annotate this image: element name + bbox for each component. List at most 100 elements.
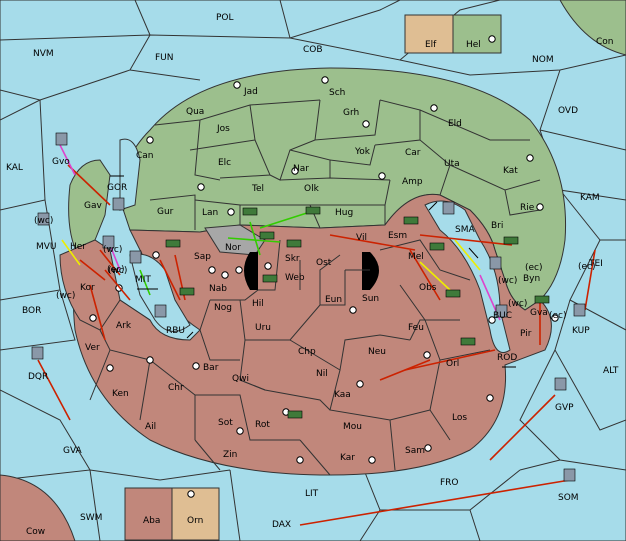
label-tel: Tel [251,184,264,194]
label-nvm: NVM [33,49,54,59]
label-qwi: Qwi [232,374,249,384]
label-ken: Ken [112,389,129,399]
label-gva: GVA [63,446,83,456]
label-dqr: DQR [28,372,48,382]
label-kar: Kar [340,453,355,463]
label-swm: SWM [80,513,102,523]
label-gor: GOR [107,183,127,193]
label-zin: Zin [223,450,237,460]
label-ail: Ail [145,422,156,432]
label-cow: Cow [26,527,45,537]
label-sma: SMA [455,225,475,235]
label-grh: Grh [343,108,359,118]
label-gav: Gav [84,201,102,211]
label-vil: Vil [356,233,367,243]
label-olk: Olk [304,184,320,194]
label-obs: Obs [419,283,437,293]
label-bor: BOR [22,306,41,316]
label-can: Can [136,151,154,161]
label-rod: ROD [497,353,517,363]
region-nor-grey[interactable] [204,224,266,256]
label-ec-byn: (ec) [525,263,543,273]
label-mit: MIT [135,275,151,285]
label-pol: POL [216,13,234,23]
label-gur: Gur [157,207,174,217]
label-lan: Lan [202,208,218,218]
convoy-links [110,175,516,368]
label-wc-her: (wc) [103,245,122,255]
label-gva2: Gva [530,308,548,318]
label-dax: DAX [272,520,291,530]
label-bri: Bri [491,221,503,231]
label-sam: Sam [405,446,425,456]
label-qua: Qua [186,107,204,117]
label-som: SOM [558,493,579,503]
label-mou: Mou [343,422,362,432]
label-nog: Nog [214,303,232,313]
label-ovd: OVD [558,106,578,116]
supply-centers [89,35,559,498]
label-orn: Orn [187,516,203,526]
label-ec-her: (ec) [107,265,125,275]
label-cob: COB [303,45,323,55]
label-elf: Elf [425,40,437,50]
label-sap: Sap [194,252,211,262]
impassable-west [244,252,258,290]
label-byn: Byn [523,274,540,284]
label-los: Los [452,413,467,423]
region-orn[interactable] [171,487,220,541]
label-ark: Ark [116,321,132,331]
bay-mit [129,253,191,332]
label-hel: Hel [466,40,481,50]
label-orl: Orl [446,359,459,369]
label-pir: Pir [520,329,532,339]
bay-gor [119,138,141,211]
label-wc-byn: (wc) [498,276,517,286]
label-ver: Ver [85,343,100,353]
label-nar: Nar [293,164,309,174]
label-wc-mvu: (wc) [34,216,53,226]
label-wc-kor: (wc) [56,291,75,301]
southern-landmass [72,193,552,476]
label-her: Her [70,242,86,252]
label-rie: Rie [520,203,535,213]
region-aba[interactable] [124,487,173,541]
units[interactable] [31,132,586,482]
label-fun: FUN [155,53,174,63]
label-sun: Sun [362,294,379,304]
province-borders [89,99,541,476]
label-aba: Aba [143,516,160,526]
label-skr: Skr [285,254,300,264]
label-buc: BUC [493,311,512,321]
region-hel[interactable] [452,14,502,54]
label-mvu: MVU [36,242,57,252]
label-uta: Uta [444,159,460,169]
label-esm: Esm [388,231,407,241]
label-con: Con [596,37,614,47]
label-kup: KUP [572,326,590,336]
label-web: Web [285,273,305,283]
label-wc-ark: (wc) [108,266,127,276]
region-elf[interactable] [404,14,454,54]
label-kam: KAM [580,193,600,203]
label-wc-gva: (wc) [508,299,527,309]
label-rbu: RBU [166,326,185,336]
label-nor: Nor [225,243,241,253]
label-mel: Mel [408,252,424,262]
label-nom: NOM [532,55,554,65]
label-nil: Nil [316,369,328,379]
label-kat: Kat [503,166,518,176]
label-gvp: GVP [555,403,574,413]
region-gav[interactable] [68,159,111,256]
label-nab: Nab [209,284,227,294]
label-eun: Eun [325,295,342,305]
label-gvo: Gvo [52,157,70,167]
label-jad: Jad [243,87,258,97]
label-kal: KAL [6,163,23,173]
label-eld: Eld [448,119,462,129]
label-ec-gva: (ec) [549,311,567,321]
label-tei: TEI [588,259,603,269]
label-amp: Amp [402,177,423,187]
